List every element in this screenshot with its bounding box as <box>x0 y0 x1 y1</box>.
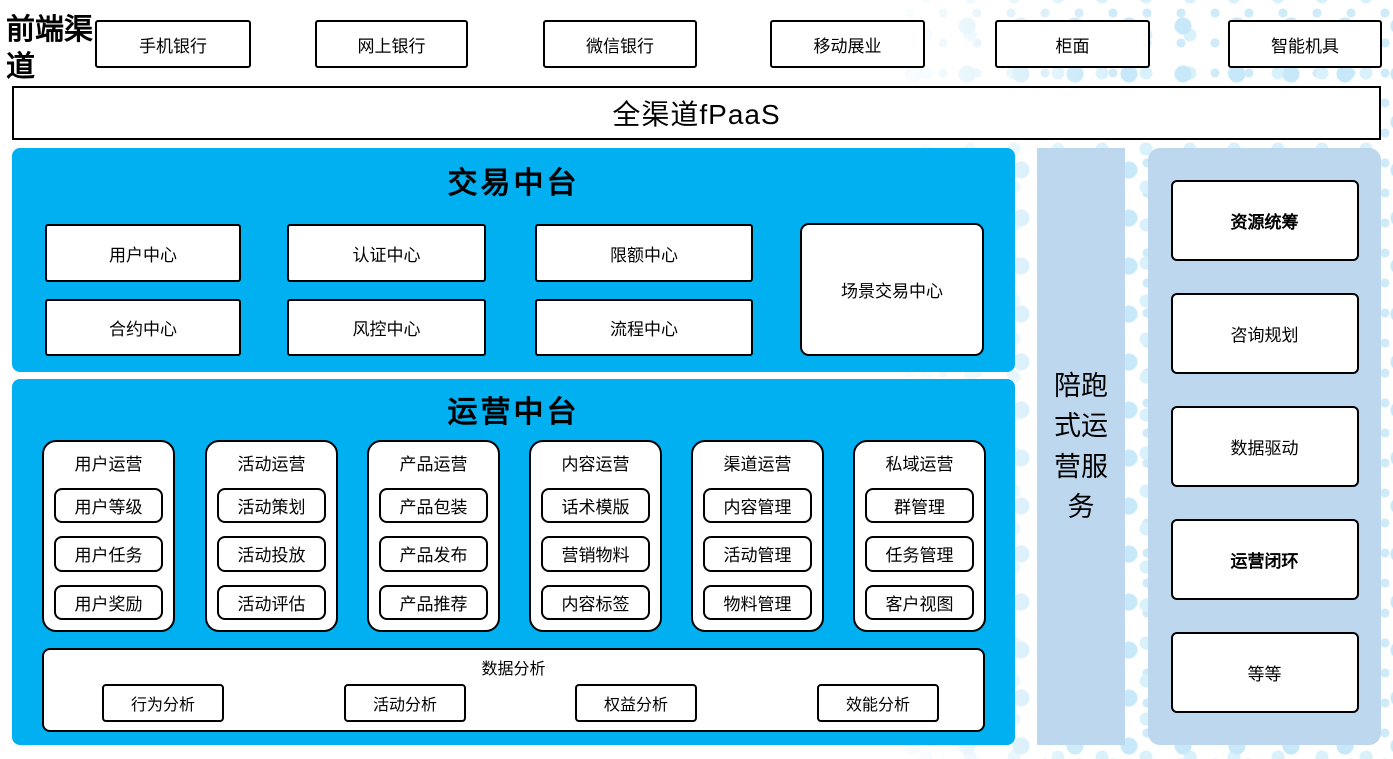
channel-box-smart-devices: 智能机具 <box>1228 20 1382 68</box>
ops-item: 活动评估 <box>217 584 326 620</box>
service-box-resource-planning: 资源统筹 <box>1170 180 1359 261</box>
ops-item: 客户视图 <box>865 584 974 620</box>
ops-item: 物料管理 <box>703 584 812 620</box>
ops-column-header: 产品运营 <box>399 455 468 474</box>
channel-box-mobile-banking: 手机银行 <box>95 20 251 68</box>
analytics-item-efficiency: 效能分析 <box>817 684 939 722</box>
center-box-authentication: 认证中心 <box>287 224 486 282</box>
channel-box-wechat-banking: 微信银行 <box>543 20 697 68</box>
ops-item: 用户奖励 <box>54 584 163 620</box>
operation-platform-section: 运营中台 用户运营 用户等级 用户任务 用户奖励 活动运营 活动策划 活动投放 … <box>12 379 1015 745</box>
ops-item: 群管理 <box>865 488 974 524</box>
ops-item: 活动策划 <box>217 488 326 524</box>
ops-item: 活动管理 <box>703 536 812 572</box>
ops-column-activity-operation: 活动运营 活动策划 活动投放 活动评估 <box>205 440 338 632</box>
ops-column-header: 内容运营 <box>561 455 630 474</box>
companion-service-label: 陪跑式运营服务 <box>1054 370 1108 523</box>
ops-item: 产品包装 <box>379 488 488 524</box>
transaction-platform-title: 交易中台 <box>447 167 580 200</box>
ops-item: 产品发布 <box>379 536 488 572</box>
ops-item: 活动投放 <box>217 536 326 572</box>
omni-channel-fpaas-bar: 全渠道fPaaS <box>12 86 1381 140</box>
ops-item: 用户任务 <box>54 536 163 572</box>
ops-column-header: 用户运营 <box>74 455 143 474</box>
ops-column-header: 私域运营 <box>885 455 954 474</box>
ops-column-content-operation: 内容运营 话术模版 营销物料 内容标签 <box>529 440 662 632</box>
data-analytics-box: 数据分析 行为分析 活动分析 权益分析 效能分析 <box>42 648 985 732</box>
ops-column-product-operation: 产品运营 产品包装 产品发布 产品推荐 <box>367 440 500 632</box>
ops-column-private-domain-operation: 私域运营 群管理 任务管理 客户视图 <box>853 440 986 632</box>
analytics-item-rights: 权益分析 <box>575 684 697 722</box>
companion-service-bar: 陪跑式运营服务 <box>1037 148 1125 745</box>
channel-box-counter: 柜面 <box>995 20 1150 68</box>
operation-platform-title: 运营中台 <box>447 396 580 429</box>
service-box-consulting-planning: 咨询规划 <box>1170 293 1359 374</box>
data-analytics-title: 数据分析 <box>481 661 546 678</box>
transaction-platform-section: 交易中台 用户中心 认证中心 限额中心 合约中心 风控中心 流程中心 场景交易中… <box>12 148 1015 372</box>
ops-item: 话术模版 <box>541 488 650 524</box>
ops-item: 营销物料 <box>541 536 650 572</box>
ops-column-header: 渠道运营 <box>723 455 792 474</box>
center-box-process: 流程中心 <box>535 299 753 356</box>
center-box-risk-control: 风控中心 <box>287 299 486 356</box>
ops-item: 产品推荐 <box>379 584 488 620</box>
ops-item: 用户等级 <box>54 488 163 524</box>
center-box-user: 用户中心 <box>45 224 241 282</box>
center-box-contract: 合约中心 <box>45 299 241 356</box>
service-box-etc: 等等 <box>1170 632 1359 713</box>
ops-column-user-operation: 用户运营 用户等级 用户任务 用户奖励 <box>42 440 175 632</box>
channel-box-online-banking: 网上银行 <box>315 20 468 68</box>
center-box-limit: 限额中心 <box>535 224 753 282</box>
ops-column-channel-operation: 渠道运营 内容管理 活动管理 物料管理 <box>691 440 824 632</box>
channel-box-mobile-marketing: 移动展业 <box>770 20 925 68</box>
ops-item: 内容管理 <box>703 488 812 524</box>
service-box-data-driven: 数据驱动 <box>1170 406 1359 487</box>
service-panel: 资源统筹 咨询规划 数据驱动 运营闭环 等等 <box>1148 148 1381 745</box>
ops-item: 任务管理 <box>865 536 974 572</box>
analytics-item-behavior: 行为分析 <box>102 684 224 722</box>
frontend-channels-label: 前端渠道 <box>6 14 94 83</box>
service-box-operation-closed-loop: 运营闭环 <box>1170 519 1359 600</box>
center-box-scene-transaction: 场景交易中心 <box>800 223 984 356</box>
analytics-item-activity: 活动分析 <box>344 684 466 722</box>
ops-column-header: 活动运营 <box>237 455 306 474</box>
ops-item: 内容标签 <box>541 584 650 620</box>
